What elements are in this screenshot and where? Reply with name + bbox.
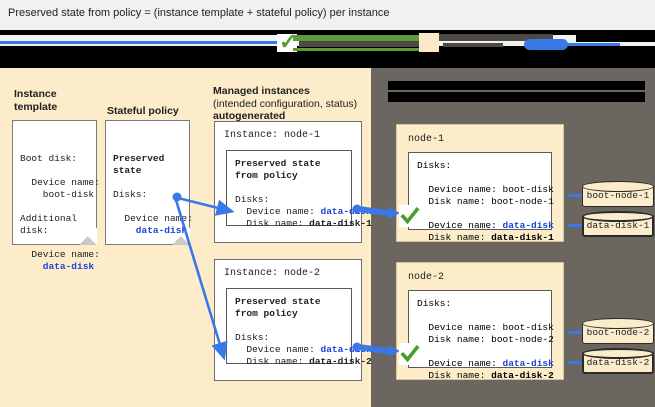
- stateful-policy-card: Preserved state Disks: Device name: data…: [105, 120, 193, 245]
- disk-label-boot-node-2: boot-node-2: [586, 327, 650, 338]
- node-card-node-1: node-1 Disks: Device name: boot-disk Dis…: [396, 124, 564, 243]
- node-1-data-disk-label: Disk name:: [417, 232, 492, 243]
- node-1-boot-disk-label: Disk name:: [417, 196, 492, 207]
- device-name-value-2: data-disk: [320, 344, 372, 355]
- line-disks: Disks:: [113, 189, 148, 200]
- node-2-boot-device-label: Device name:: [417, 322, 503, 333]
- line-preserved: Preserved: [113, 153, 165, 164]
- line-additional: Additional: [20, 213, 78, 224]
- disks-label-1: Disks:: [235, 194, 270, 205]
- node-card-node-2-label: node-2: [408, 272, 445, 283]
- node-2-boot-disk-label: Disk name:: [417, 334, 492, 345]
- instance-template-title: Instance template: [14, 88, 58, 113]
- preserved-state-heading-2a: Preserved state: [235, 296, 321, 307]
- disk-cylinder-data-disk-2: data-disk-2: [582, 348, 654, 376]
- preserved-state-heading-1a: Preserved state: [235, 158, 321, 169]
- instance-template-card: Boot disk: Device name: boot-disk Additi…: [12, 120, 100, 272]
- redacted-header-line-2: [388, 92, 645, 102]
- stateful-policy-title: Stateful policy: [107, 105, 179, 117]
- preserved-state-box-node-1: Preserved state from policy Disks: Devic…: [226, 150, 372, 229]
- managed-instances-title: Managed instances: [213, 85, 310, 97]
- disk-name-value-2: data-disk-2: [309, 356, 372, 367]
- check-badge-node-1: [399, 205, 421, 227]
- node-1-boot-device-label: Device name:: [417, 184, 503, 195]
- node-2-data-disk-value: data-disk-2: [491, 370, 554, 381]
- disk-label-data-disk-2: data-disk-2: [586, 357, 650, 368]
- managed-instances-subtitle: (intended configuration, status): [213, 97, 358, 110]
- preserved-state-box-node-2: Preserved state from policy Disks: Devic…: [226, 288, 372, 367]
- disk-label-boot-node-1: boot-node-1: [586, 190, 650, 201]
- node-2-boot-device-value: boot-disk: [502, 322, 554, 333]
- instance-card-node-1-label: Instance: node-1: [224, 130, 321, 141]
- node-1-data-device-value: data-disk: [502, 220, 554, 231]
- line-device-name: Device name:: [20, 177, 100, 188]
- line-disk: disk:: [20, 225, 49, 236]
- disk-cylinder-data-disk-1: data-disk-1: [582, 211, 654, 239]
- node-2-disks-box: Disks: Device name: boot-disk Disk name:…: [408, 290, 554, 381]
- node-card-node-2: node-2 Disks: Device name: boot-disk Dis…: [396, 262, 564, 381]
- node-2-disks-label: Disks:: [417, 298, 452, 309]
- device-name-value-1: data-disk: [320, 206, 372, 217]
- connector-data-disk-1: [568, 224, 584, 227]
- artifact-blue-blob: [524, 39, 568, 50]
- instance-card-node-2-label: Instance: node-2: [224, 268, 321, 279]
- line-state: state: [113, 165, 142, 176]
- line-boot-disk: Boot disk:: [20, 153, 78, 164]
- line-device-name-3: Device name:: [113, 213, 193, 224]
- artifact-blue-line: [0, 41, 284, 44]
- check-mark-icon: [400, 344, 420, 363]
- disk-name-label-1: Disk name:: [235, 218, 310, 229]
- node-2-data-device-label: Device name:: [417, 358, 503, 369]
- disk-label-data-disk-1: data-disk-1: [586, 220, 650, 231]
- stateful-policy-card-text: Preserved state Disks: Device name: data…: [113, 153, 193, 237]
- node-1-data-device-label: Device name:: [417, 220, 503, 231]
- managed-instances-autogenerated: autogenerated: [213, 110, 286, 122]
- disk-cylinder-boot-node-1: boot-node-1: [582, 181, 654, 209]
- connector-data-disk-2: [568, 361, 584, 364]
- node-1-disks-box: Disks: Device name: boot-disk Disk name:…: [408, 152, 554, 243]
- check-mark-icon: [400, 206, 420, 225]
- instance-template-card-text: Boot disk: Device name: boot-disk Additi…: [20, 153, 100, 273]
- disks-label-2: Disks:: [235, 332, 270, 343]
- line-data-disk-value: data-disk: [20, 261, 95, 272]
- redacted-artifact-band: ✓: [0, 30, 655, 68]
- connector-boot-node-1: [568, 194, 584, 197]
- node-card-node-1-label: node-1: [408, 134, 445, 145]
- node-1-data-disk-value: data-disk-1: [491, 232, 554, 243]
- disk-name-label-2: Disk name:: [235, 356, 310, 367]
- node-1-boot-disk-value: boot-node-1: [491, 196, 554, 207]
- line-boot-disk-value: boot-disk: [20, 189, 95, 200]
- node-2-data-disk-label: Disk name:: [417, 370, 492, 381]
- device-name-label-1: Device name:: [235, 206, 321, 217]
- line-data-disk-value-2: data-disk: [113, 225, 188, 236]
- instance-card-node-1: Instance: node-1 Preserved state from po…: [214, 121, 372, 243]
- page-title: Preserved state from policy = (instance …: [8, 7, 390, 19]
- node-2-data-device-value: data-disk: [502, 358, 554, 369]
- line-device-name-2: Device name:: [20, 249, 100, 260]
- node-2-boot-disk-value: boot-node-2: [491, 334, 554, 345]
- device-name-label-2: Device name:: [235, 344, 321, 355]
- preserved-state-heading-2b: from policy: [235, 308, 298, 319]
- instance-card-node-2: Instance: node-2 Preserved state from po…: [214, 259, 372, 381]
- check-badge-node-2: [399, 343, 421, 365]
- disk-name-value-1: data-disk-1: [309, 218, 372, 229]
- node-1-disks-label: Disks:: [417, 160, 452, 171]
- connector-boot-node-2: [568, 331, 584, 334]
- node-1-boot-device-value: boot-disk: [502, 184, 554, 195]
- disk-cylinder-boot-node-2: boot-node-2: [582, 318, 654, 346]
- preserved-state-heading-1b: from policy: [235, 170, 298, 181]
- redacted-header-line-1: [388, 81, 645, 90]
- check-mark-icon: ✓: [279, 30, 298, 54]
